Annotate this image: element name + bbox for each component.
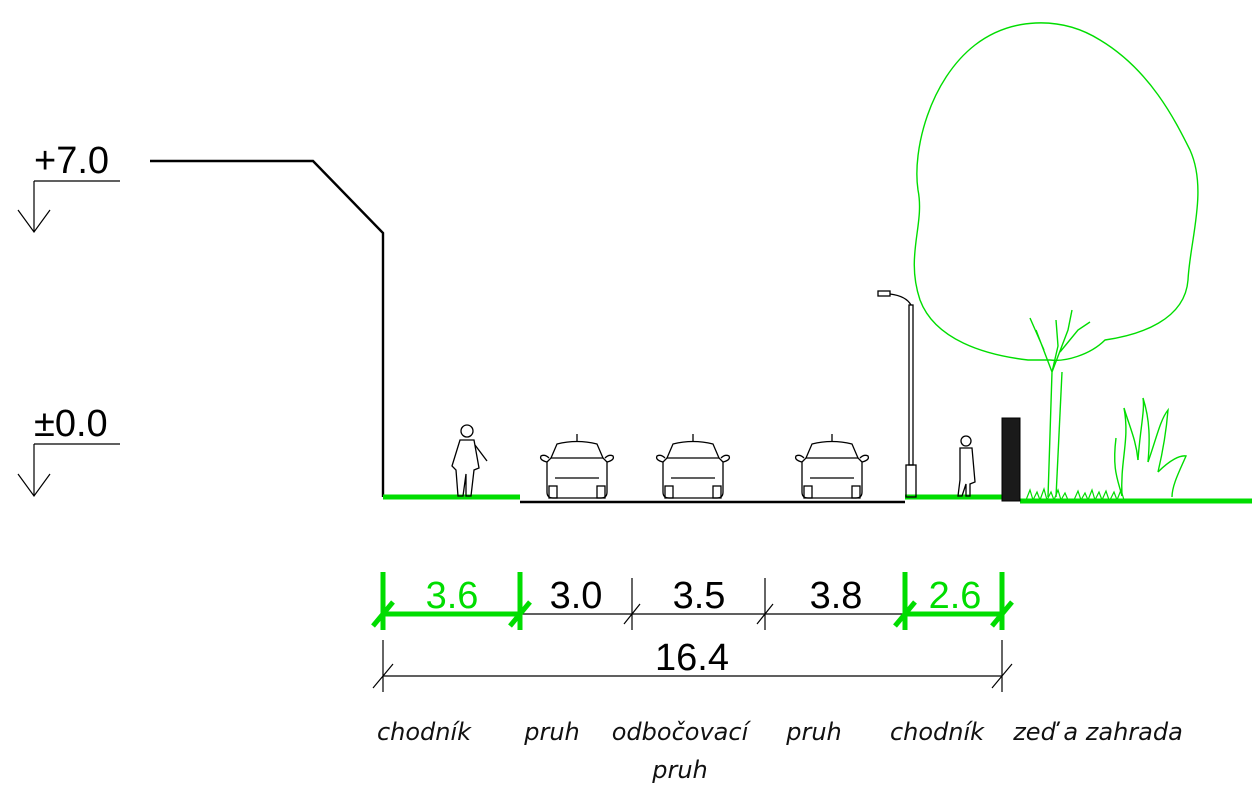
- zone-label-sidewalk-right: chodník: [890, 718, 985, 746]
- dim-total-label: 16.4: [655, 637, 729, 679]
- dim-label-2: 3.0: [550, 575, 603, 617]
- car-2-icon: [655, 433, 731, 499]
- level-ground-label: ±0.0: [34, 403, 108, 445]
- tree-icon: [913, 22, 1199, 498]
- dim-label-3: 3.5: [673, 575, 726, 617]
- zone-label-lane-2: pruh: [785, 718, 842, 746]
- pedestrian-right-icon: [957, 435, 976, 497]
- dimension-chain: 3.6 3.0 3.5 3.8 2.6: [371, 572, 1014, 630]
- grass-icon: [1025, 487, 1125, 502]
- dim-label-4: 3.8: [810, 575, 863, 617]
- street-lamp-icon: [877, 290, 917, 498]
- level-marker-top: +7.0: [17, 140, 120, 234]
- zone-label-wall-garden: zeď a zahrada: [1012, 718, 1183, 746]
- dimension-total: 16.4: [372, 637, 1013, 692]
- bush-icon: [1113, 397, 1187, 498]
- zone-label-turn-lane-line2: pruh: [651, 756, 708, 784]
- building-outline: [150, 159, 385, 497]
- zone-label-lane-1: pruh: [523, 718, 580, 746]
- pedestrian-left-icon: [451, 424, 488, 497]
- car-3-icon: [794, 433, 870, 499]
- zone-label-sidewalk-left: chodník: [377, 718, 472, 746]
- zone-label-turn-lane-line1: odbočovací: [612, 718, 752, 746]
- zone-labels: chodník pruh odbočovací pruh pruh chodní…: [377, 718, 1183, 784]
- level-top-label: +7.0: [34, 140, 109, 182]
- dim-label-1: 3.6: [426, 575, 479, 617]
- car-1-icon: [539, 433, 615, 499]
- level-marker-ground: ±0.0: [17, 403, 120, 498]
- garden-wall: [1001, 417, 1021, 502]
- dim-label-5: 2.6: [929, 575, 982, 617]
